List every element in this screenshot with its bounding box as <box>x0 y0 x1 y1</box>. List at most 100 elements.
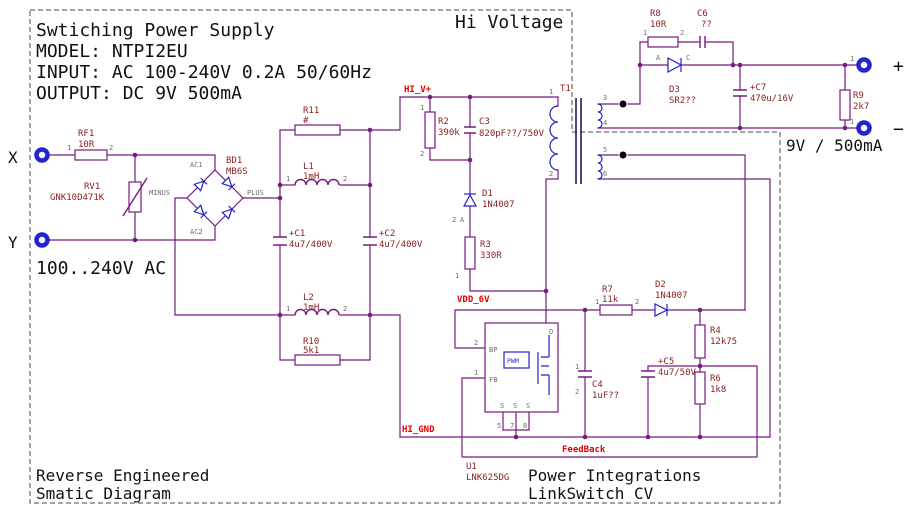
capacitor-c5 <box>641 370 655 378</box>
component-label: R8 <box>650 9 661 19</box>
component-label: LNK625DG <box>466 473 509 483</box>
pin-label: 8 <box>523 422 527 430</box>
terminal-y <box>34 232 50 248</box>
pin-label: 1 <box>286 175 290 183</box>
pin-label: 1 <box>595 298 599 306</box>
component-label: T1 <box>560 84 571 94</box>
bridge-diode-icon <box>221 205 236 220</box>
net-label: VDD_6V <box>457 295 490 305</box>
pin-label: 2 <box>343 305 347 313</box>
pin-label: 2 <box>474 339 478 347</box>
component-label: # <box>303 116 309 126</box>
pin-label: 2 <box>549 170 553 178</box>
component-label: 5k1 <box>303 346 319 356</box>
terminal-x-label: X <box>8 148 18 167</box>
pin-label: 2 <box>575 388 579 396</box>
pin-label: 5 <box>603 146 607 154</box>
component-label: 1N4007 <box>655 291 688 301</box>
pin-label: 2 <box>635 298 639 306</box>
winding-dot-icon <box>619 151 627 159</box>
pin-label: AC2 <box>190 228 203 236</box>
pin-label: 2 <box>109 144 113 152</box>
resistor-r8 <box>647 36 679 48</box>
pin-label: BP <box>489 346 497 354</box>
transformer-t1 <box>549 98 603 184</box>
pin-label: 1 <box>286 305 290 313</box>
pin-label: 7 <box>510 422 514 430</box>
capacitor-c3 <box>464 126 476 134</box>
pin-label: 5 <box>497 422 501 430</box>
capacitor-c1 <box>273 236 287 246</box>
resistor-r11 <box>294 124 341 136</box>
secondary-wires <box>597 41 858 438</box>
component-label: 1N4007 <box>482 200 515 210</box>
terminal-x <box>34 147 50 163</box>
pin-label: D <box>549 328 553 336</box>
pin-label: A <box>656 54 661 62</box>
pin-label: 1 <box>549 88 553 96</box>
pin-label: 1 <box>67 144 71 152</box>
ic-u1-linkswitch <box>484 322 559 413</box>
resistor-r3 <box>464 236 476 270</box>
brand-line1: Power Integrations <box>528 466 701 485</box>
component-label: D2 <box>655 280 666 290</box>
resistor-r4 <box>694 324 706 359</box>
pin-label: 1 <box>575 363 579 371</box>
capacitor-c2 <box>363 236 377 246</box>
capacitor-c6 <box>699 36 706 48</box>
pin-label: 2 <box>680 29 684 37</box>
diode-d2 <box>654 303 669 317</box>
ic-label: PWM <box>507 357 519 365</box>
component-label: 2k7 <box>853 102 869 112</box>
pin-label: 1 <box>455 272 459 280</box>
pin-label: AC1 <box>190 161 203 169</box>
component-label: R2 <box>438 117 449 127</box>
fuse-resistor-rf1 <box>74 149 108 161</box>
pin-label: 6 <box>603 170 607 178</box>
bridge-diode-icon <box>221 176 236 191</box>
minus-terminal-label: − <box>893 119 904 140</box>
input-rating: 100..240V AC <box>36 258 166 279</box>
capacitor-c4 <box>578 370 592 378</box>
component-label: C4 <box>592 380 603 390</box>
pin-label: 4 <box>603 119 607 127</box>
plus-terminal-label: + <box>893 56 904 77</box>
component-label: 1k8 <box>710 385 726 395</box>
capacitor-c7 <box>733 89 747 97</box>
pin-label: MINUS <box>149 189 170 197</box>
component-label: C6 <box>697 9 708 19</box>
net-label: HI_GND <box>402 425 435 435</box>
resistor-r2 <box>424 111 436 149</box>
component-label: 1mH <box>303 303 319 313</box>
component-label: L1 <box>303 162 314 172</box>
components <box>34 36 872 413</box>
component-labels: RF110RRV1GNK10D471KBD1MB6SR11#L11mH+C14u… <box>50 9 869 483</box>
component-label: 4u7/400V <box>379 240 423 250</box>
component-label: +C1 <box>289 229 305 239</box>
pin-label: 1 <box>474 369 478 377</box>
component-label: +C2 <box>379 229 395 239</box>
component-label: R4 <box>710 326 721 336</box>
component-label: 12k75 <box>710 337 737 347</box>
pin-label: 1 <box>420 104 424 112</box>
diode-d3 <box>667 56 683 74</box>
component-label: 10R <box>650 20 667 30</box>
component-label: SR2?? <box>669 96 696 106</box>
component-label: 330R <box>480 251 502 261</box>
model-line: MODEL: NTPI2EU <box>36 41 188 62</box>
pin-label: 2 <box>420 150 424 158</box>
pin-label: FB <box>489 376 497 384</box>
pin-label: A <box>460 216 465 224</box>
component-label: 390k <box>438 128 460 138</box>
component-label: 10R <box>78 140 95 150</box>
diode-d1 <box>462 193 478 207</box>
brand-line2: LinkSwitch CV <box>528 484 654 503</box>
pin-label: 3 <box>603 94 607 102</box>
component-label: L2 <box>303 293 314 303</box>
hi-voltage-label: Hi Voltage <box>455 12 563 33</box>
pin-label: S <box>513 402 517 410</box>
component-label: GNK10D471K <box>50 193 105 203</box>
